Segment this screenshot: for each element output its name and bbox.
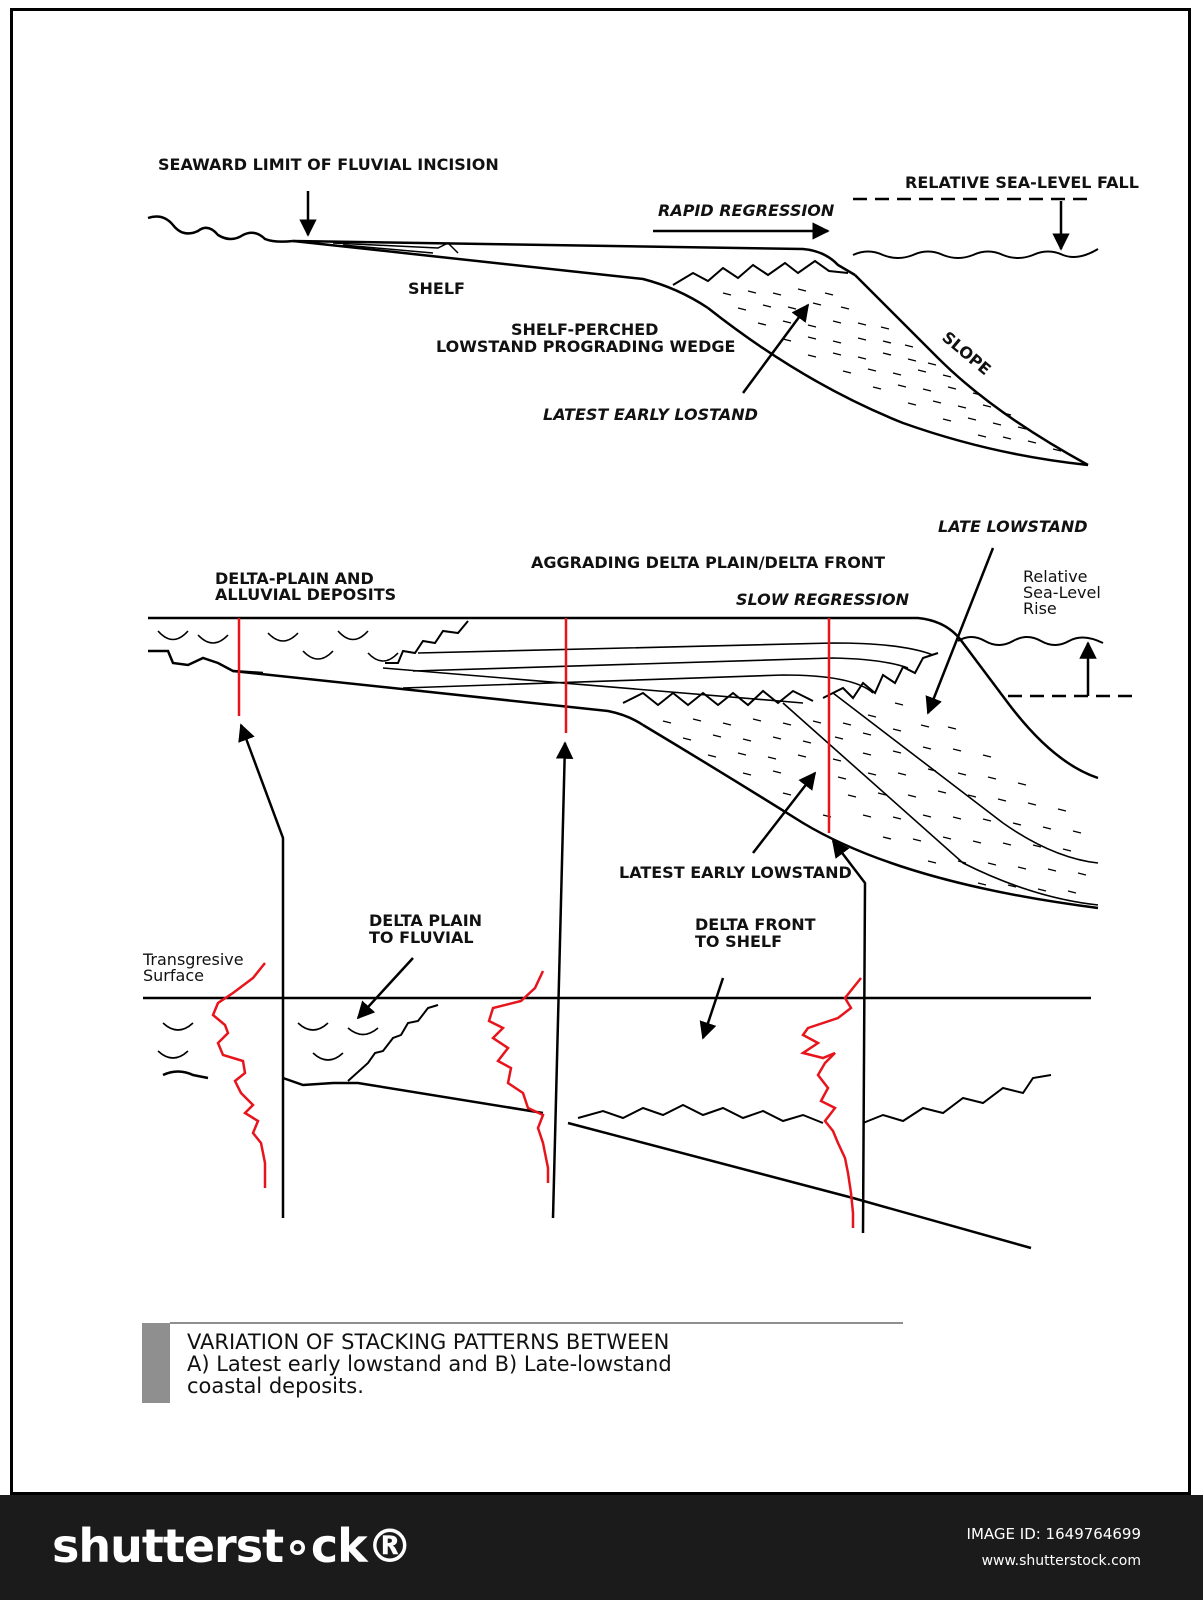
- zigzag-a: [672, 259, 849, 286]
- label-delta-front-1: DELTA FRONT: [695, 915, 816, 934]
- zigzag-log-2: [577, 1103, 824, 1124]
- label-rapid-regression: RAPID REGRESSION: [658, 201, 835, 220]
- caption-line1: VARIATION OF STACKING PATTERNS BETWEEN: [187, 1330, 669, 1354]
- log-base-2: [282, 1076, 544, 1115]
- panel-b: [148, 547, 1138, 910]
- arrow-latest-early-a: [741, 303, 810, 394]
- log-curve-1: [211, 962, 267, 1188]
- log-curve-3: [799, 977, 862, 1228]
- label-rise-line3: Rise: [1023, 599, 1057, 618]
- panel-a: [147, 191, 1099, 467]
- label-relative-fall: RELATIVE SEA-LEVEL FALL: [905, 173, 1139, 192]
- label-late-lowstand: LATE LOWSTAND: [938, 517, 1088, 536]
- label-rise-line1: Relative: [1023, 567, 1088, 586]
- log-panel: [143, 957, 1091, 1250]
- label-wedge-line1: SHELF-PERCHED: [511, 320, 658, 339]
- log-connectors: [238, 723, 867, 1234]
- label-wedge-line2: LOWSTAND PROGRADING WEDGE: [436, 337, 735, 356]
- slope-line-a: [854, 274, 1089, 467]
- label-delta-plain-log-1: DELTA PLAIN: [369, 911, 482, 930]
- image-id-label: IMAGE ID: 1649764699: [966, 1525, 1141, 1543]
- label-aggrading: AGGRADING DELTA PLAIN/DELTA FRONT: [531, 553, 885, 572]
- label-latest-early-b: LATEST EARLY LOWSTAND: [619, 863, 852, 882]
- label-transgressive-2: Surface: [143, 966, 204, 985]
- site-url: www.shutterstock.com: [981, 1553, 1141, 1569]
- caption-line2: A) Latest early lowstand and B) Late-low…: [187, 1352, 672, 1376]
- shelf-base-b: [232, 669, 644, 727]
- brand-logo: shutterst∘ck®: [52, 1519, 413, 1573]
- diagram-frame: SEAWARD LIMIT OF FLUVIAL INCISION RAPID …: [10, 8, 1191, 1495]
- shelf-base-a: [292, 239, 709, 310]
- label-shelf: SHELF: [408, 279, 465, 298]
- shelf-top-a: [292, 239, 856, 277]
- arrow-late-lowstand: [925, 547, 995, 715]
- caption-bar: [142, 1323, 170, 1403]
- stock-footer: shutterst∘ck® IMAGE ID: 1649764699 www.s…: [0, 1495, 1203, 1600]
- log-base-3: [567, 1121, 1032, 1250]
- label-slope: SLOPE: [938, 328, 994, 379]
- wedge-base-a: [707, 307, 1089, 467]
- slope-base-b: [642, 723, 1099, 910]
- land-base-b: [148, 649, 264, 675]
- zigzag-log-1: [347, 1004, 439, 1082]
- label-slow-regression: SLOW REGRESSION: [736, 590, 910, 609]
- wedge-hatch-b: [662, 702, 1087, 894]
- land-surface-a: [147, 215, 294, 243]
- arrow-delta-plain: [356, 957, 414, 1020]
- label-seaward-limit: SEAWARD LIMIT OF FLUVIAL INCISION: [158, 155, 499, 174]
- wedge-hatch-a: [722, 288, 1062, 452]
- sea-wave-b: [957, 636, 1104, 646]
- zigzag-b-left: [385, 620, 469, 664]
- sea-wave-a: [852, 248, 1099, 259]
- log-curves: [211, 962, 862, 1228]
- label-latest-early-a: LATEST EARLY LOSTAND: [543, 405, 758, 424]
- delta-plain-top-b: [148, 616, 1099, 780]
- label-transgressive-1: Transgresive: [142, 950, 244, 969]
- label-delta-plain-line2: ALLUVIAL DEPOSITS: [215, 585, 396, 604]
- zigzag-log-3: [862, 1074, 1052, 1124]
- diagram-svg: SEAWARD LIMIT OF FLUVIAL INCISION RAPID …: [142, 155, 1139, 1403]
- label-delta-plain-log-2: TO FLUVIAL: [369, 928, 474, 947]
- log-base-1: [162, 1070, 209, 1080]
- caption-line3: coastal deposits.: [187, 1374, 364, 1398]
- well-lines: [237, 618, 831, 833]
- arrow-latest-early-b: [752, 771, 817, 854]
- caption-box: VARIATION OF STACKING PATTERNS BETWEEN A…: [142, 1322, 903, 1403]
- label-delta-front-2: TO SHELF: [695, 932, 782, 951]
- zigzag-b-mid: [622, 689, 814, 707]
- log-curve-2: [487, 970, 550, 1183]
- zigzag-b-right: [822, 652, 939, 700]
- label-delta-plain-line1: DELTA-PLAIN AND: [215, 569, 374, 588]
- arrow-delta-front: [699, 977, 725, 1040]
- label-rise-line2: Sea-Level: [1023, 583, 1101, 602]
